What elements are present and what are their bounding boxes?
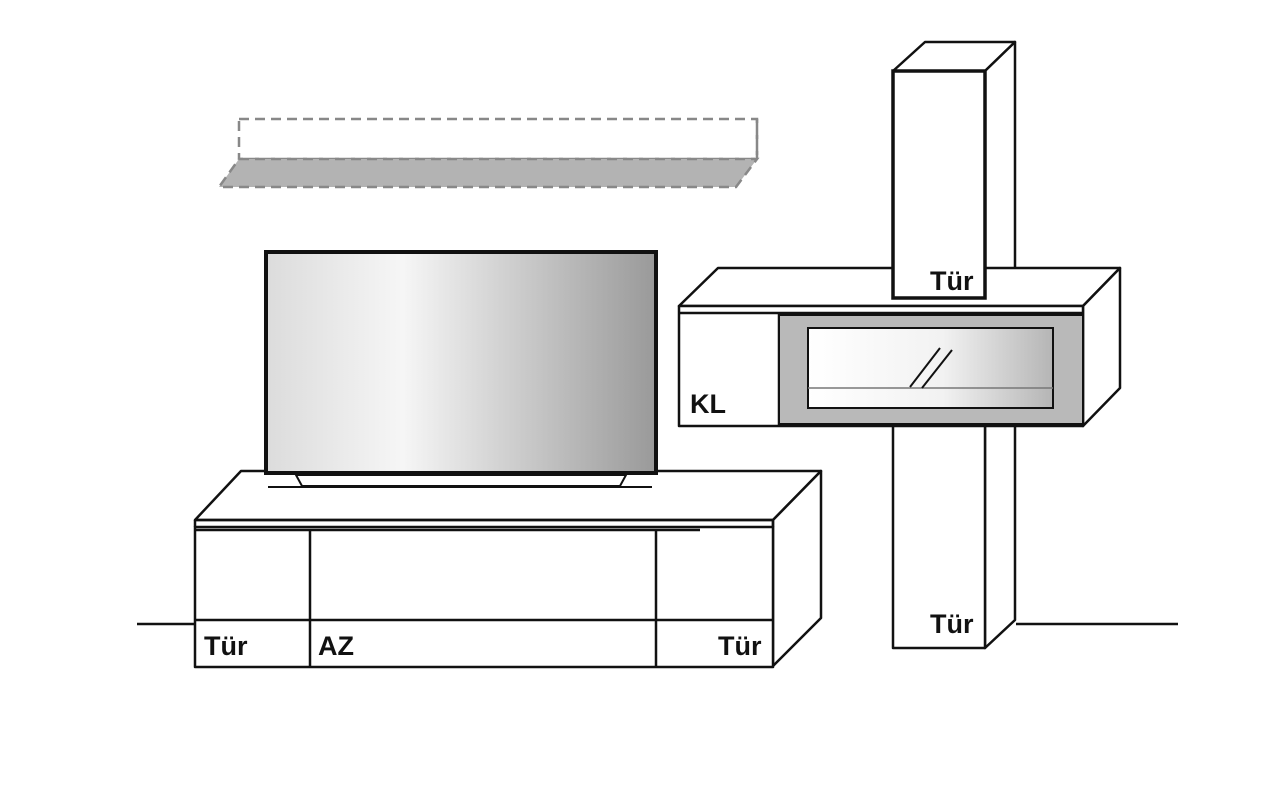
hanging-cabinet xyxy=(677,266,1122,428)
lowboard xyxy=(193,469,823,669)
wall-shelf xyxy=(216,117,760,189)
label-hanging-cabinet-flap: KL xyxy=(690,389,726,419)
label-lowboard-door-right: Tür xyxy=(718,631,762,661)
television xyxy=(264,250,658,488)
label-lowboard-drawer: AZ xyxy=(318,631,354,661)
label-lowboard-door-left: Tür xyxy=(204,631,248,661)
label-tall-cabinet-door-bottom: Tür xyxy=(930,609,974,639)
tall-cabinet-overlap xyxy=(891,69,987,300)
label-tall-cabinet-door-top: Tür xyxy=(930,266,974,296)
